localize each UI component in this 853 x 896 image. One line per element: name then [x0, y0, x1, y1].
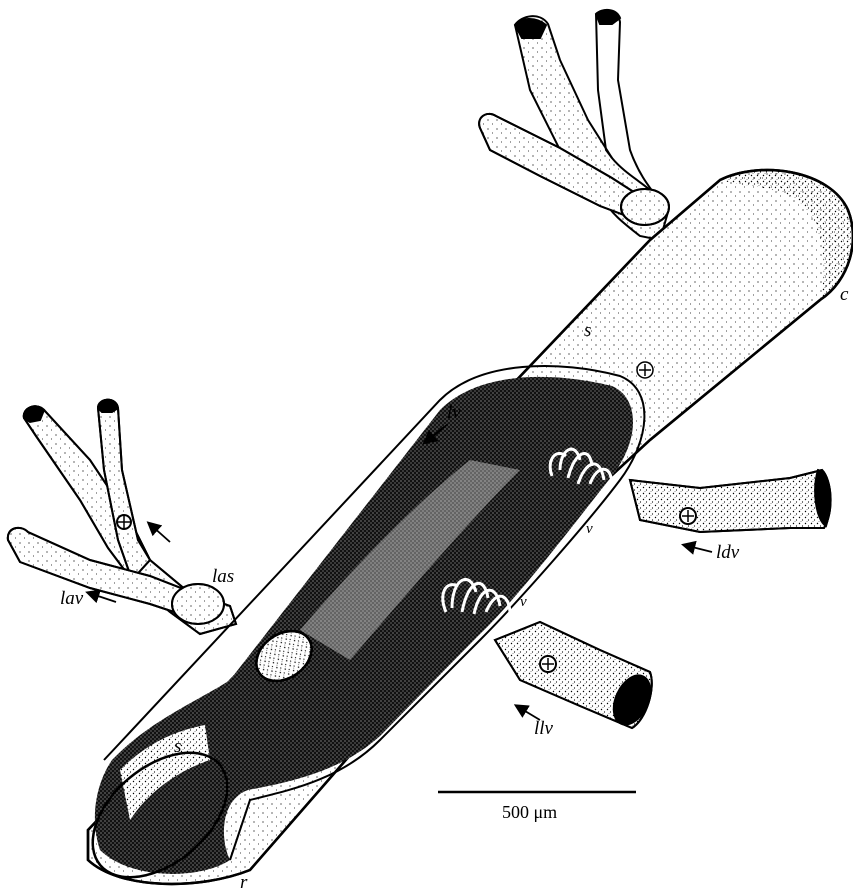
- ldv-branch: [630, 470, 831, 532]
- label-r: r: [240, 872, 248, 893]
- label-lav: lav: [60, 588, 84, 609]
- scale-bar-label: 500 μm: [502, 802, 557, 822]
- scale-bar: 500 μm: [438, 792, 636, 822]
- label-lv: lv: [447, 402, 461, 423]
- arrow-ldv: [688, 546, 712, 552]
- upper-branch-vessel: [479, 10, 669, 240]
- label-c: c: [840, 284, 849, 305]
- label-v-lower: v: [520, 594, 527, 610]
- label-v-upper: v: [586, 521, 593, 537]
- label-s-upper: s: [584, 320, 591, 341]
- arrow-lav: [92, 594, 116, 602]
- llv-branch: [495, 622, 657, 730]
- left-branch-vessel: [8, 400, 236, 634]
- label-ldv: ldv: [716, 542, 740, 563]
- label-llv: llv: [534, 718, 554, 739]
- label-s-lower: s: [174, 736, 181, 757]
- arrow-las: [152, 526, 170, 542]
- main-vessel: [69, 170, 853, 896]
- label-las: las: [212, 566, 234, 587]
